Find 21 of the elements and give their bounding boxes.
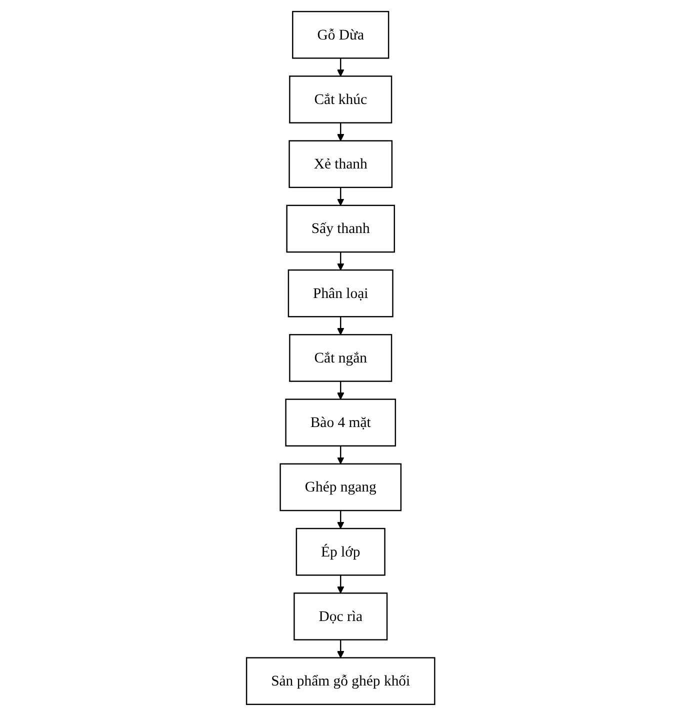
node-box: Cắt khúc [288, 76, 392, 124]
arrow [336, 640, 344, 658]
arrow [336, 252, 344, 270]
node-box: Bào 4 mặt [285, 398, 396, 447]
node-box: Cắt ngắn [288, 334, 392, 382]
arrow [336, 58, 344, 77]
node-box: Phân loại [288, 269, 394, 318]
node-box: Dọc rìa [293, 592, 388, 640]
arrow [336, 122, 344, 142]
arrow [336, 575, 344, 594]
node-box: Ghép ngang [280, 463, 402, 512]
node-box: Ép lớp [296, 528, 386, 576]
arrow [336, 316, 344, 336]
node-box: Sản phẩm gỗ ghép khối [246, 657, 436, 706]
node-box: Sấy thanh [286, 204, 395, 253]
node-box: Gỗ Dừa [292, 10, 390, 59]
arrow [336, 381, 344, 400]
arrow [336, 187, 344, 206]
arrow [336, 510, 344, 529]
arrow [336, 446, 344, 464]
node-box: Xẻ thanh [288, 140, 392, 188]
